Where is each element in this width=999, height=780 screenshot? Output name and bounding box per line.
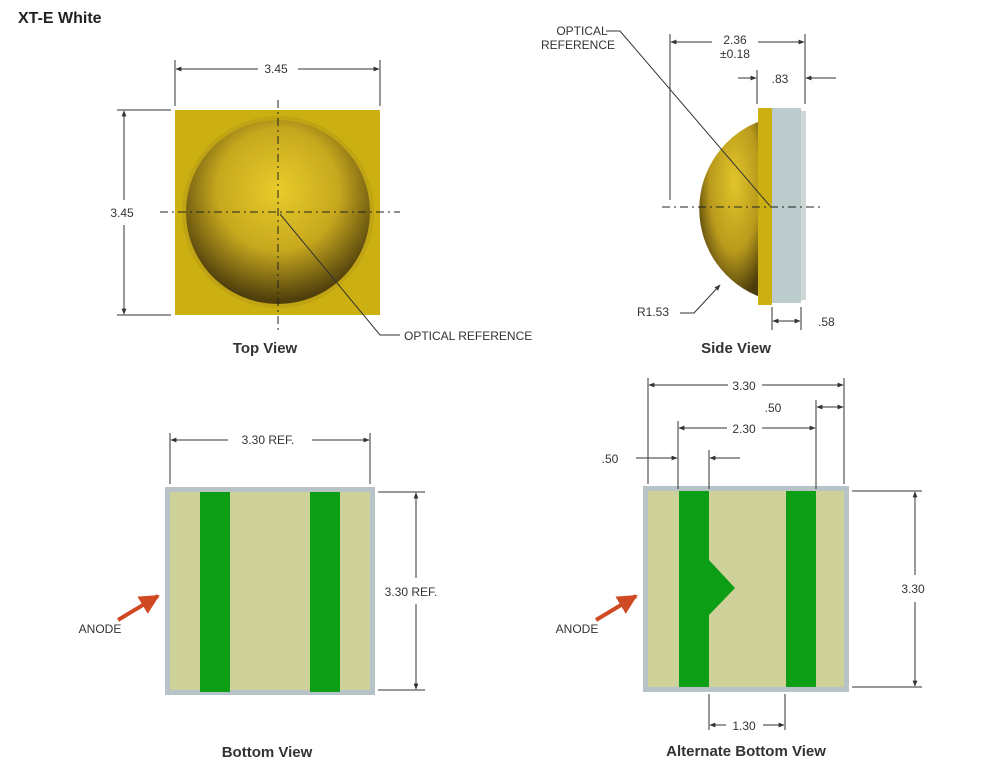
bottom-view-anode-arrow-icon bbox=[116, 594, 160, 622]
top-view-optical-leader bbox=[279, 213, 400, 336]
alt-bottom-view-gap-label: 1.30 bbox=[732, 719, 756, 733]
top-view-width-label: 3.45 bbox=[264, 62, 288, 76]
side-view-radius-label: R1.53 bbox=[637, 305, 669, 319]
alt-bottom-view: 3.30 .50 2.30 .50 3.30 1.30 ANODE Altern… bbox=[556, 378, 925, 760]
bottom-view-caption: Bottom View bbox=[222, 744, 313, 761]
side-view-optical-label-line1: OPTICAL bbox=[556, 24, 608, 38]
alt-bottom-view-left-offset-label: .50 bbox=[602, 452, 619, 466]
side-view-optical-label-line2: REFERENCE bbox=[541, 38, 615, 52]
bottom-view-cathode-pad bbox=[310, 492, 340, 692]
bottom-view-width-label: 3.30 REF. bbox=[242, 433, 295, 447]
top-view-height-label: 3.45 bbox=[110, 206, 134, 220]
top-view-optical-reference-label: OPTICAL REFERENCE bbox=[404, 329, 532, 343]
bottom-view-anode-label: ANODE bbox=[79, 622, 122, 636]
alt-bottom-view-anode-label: ANODE bbox=[556, 622, 599, 636]
page-title: XT-E White bbox=[18, 10, 102, 27]
alt-bottom-view-cathode-pad bbox=[786, 491, 816, 687]
side-view-base bbox=[772, 108, 801, 303]
side-view-radius-leader bbox=[680, 284, 721, 314]
alt-bottom-view-span-label: 2.30 bbox=[732, 422, 756, 436]
side-view-lens-offset-label: .83 bbox=[772, 72, 789, 86]
bottom-view: 3.30 REF. 3.30 REF. ANODE Bottom View bbox=[79, 433, 438, 761]
side-view-caption: Side View bbox=[701, 340, 771, 357]
side-view: 2.36 ±0.18 .83 OPTICAL REFERENCE R1.53 .… bbox=[541, 24, 836, 357]
side-view-optical-leader bbox=[606, 30, 771, 207]
side-view-height-label: 2.36 bbox=[723, 33, 747, 47]
alt-bottom-view-right-offset-label: .50 bbox=[765, 401, 782, 415]
side-view-height-tolerance: ±0.18 bbox=[720, 47, 750, 61]
side-view-lens bbox=[699, 120, 763, 298]
top-view: 3.45 3.45 OPTICAL REFERENCE Top View bbox=[110, 60, 532, 357]
bottom-view-height-label: 3.30 REF. bbox=[385, 585, 438, 599]
alt-bottom-view-width-label: 3.30 bbox=[732, 379, 756, 393]
alt-bottom-view-anode-arrow-icon bbox=[594, 594, 638, 622]
bottom-view-anode-pad bbox=[200, 492, 230, 692]
alt-bottom-view-caption: Alternate Bottom View bbox=[666, 743, 826, 760]
alt-bottom-view-anode-pad bbox=[679, 491, 735, 687]
side-view-base-label: .58 bbox=[818, 315, 835, 329]
alt-bottom-view-height-label: 3.30 bbox=[901, 582, 925, 596]
top-view-caption: Top View bbox=[233, 340, 298, 357]
